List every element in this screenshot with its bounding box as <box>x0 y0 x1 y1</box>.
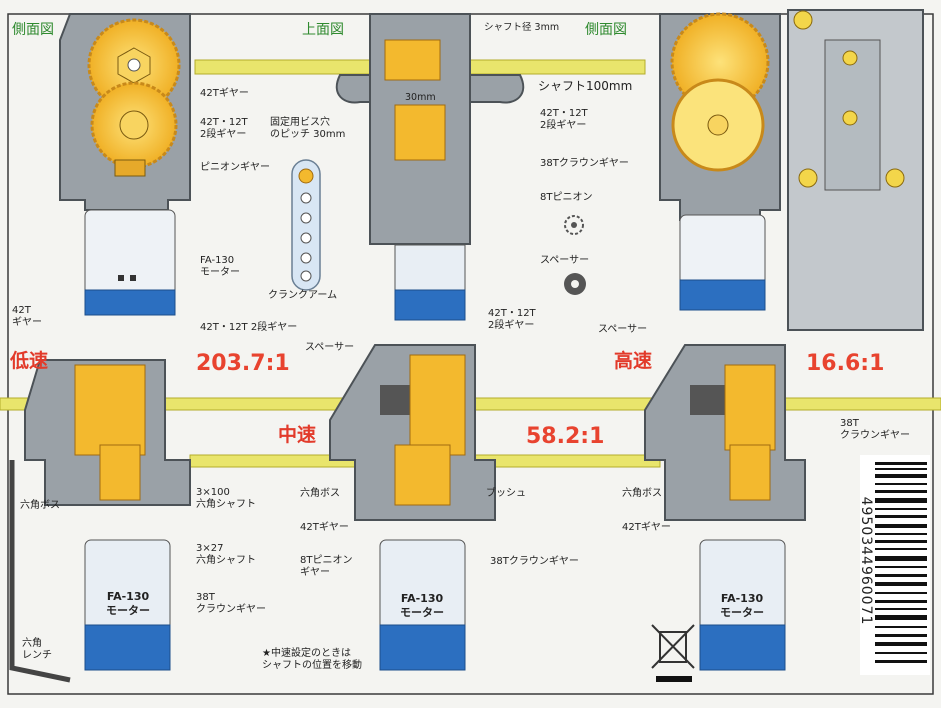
low-hexshaft100-label: 3×100 六角シャフト <box>196 487 256 510</box>
crank-arm-icon <box>291 159 321 291</box>
mid-spacer-label: スペーサー <box>305 342 355 353</box>
low-42t-label: 42T ギヤー <box>12 305 42 328</box>
low-hexboss-label: 六角ボス <box>20 500 60 511</box>
right-2stage-label: 42T・12T 2段ギヤー <box>540 108 588 131</box>
mid-speed-note: ★中速設定のときは シャフトの位置を移動 <box>262 648 362 671</box>
mid-hexboss-label: 六角ボス <box>300 488 340 499</box>
motor-high-label: FA-130 モーター <box>720 592 764 619</box>
barcode <box>860 455 930 675</box>
speed-high-ratio: 16.6:1 <box>806 351 885 376</box>
side-view-right <box>659 12 781 311</box>
pinion-gear-label: ピニオンギヤー <box>200 162 270 173</box>
side-view-left-title: 側面図 <box>12 22 54 38</box>
top-view <box>194 13 646 321</box>
top-view-title: 上面図 <box>302 22 344 38</box>
hex-wrench-label: 六角 レンチ <box>22 638 52 661</box>
gear-42t-label: 42Tギヤー <box>200 88 249 99</box>
speed-mid-name: 中速 <box>278 424 317 446</box>
back-plate <box>787 9 924 331</box>
high-hexboss-label: 六角ボス <box>622 488 662 499</box>
mid-38t-label: 38Tクラウンギヤー <box>490 556 579 567</box>
hex-wrench-icon <box>9 460 71 683</box>
speed-mid-ratio: 58.2:1 <box>526 424 605 449</box>
fixing-hole-label: 固定用ビス穴 のピッチ 30mm <box>270 117 346 140</box>
barcode-digits: 4950344960071 <box>858 496 874 626</box>
gearbox-high <box>644 344 806 671</box>
crown-38t-right-label: 38Tクラウンギヤー <box>540 158 629 169</box>
mid-42t-label: 42Tギヤー <box>300 522 349 533</box>
gear-2stage-label: 42T・12T 2段ギヤー <box>200 117 248 140</box>
side-view-left <box>59 13 191 316</box>
shaft-length-label: シャフト100mm <box>538 79 633 93</box>
side-view-right-title: 側面図 <box>585 22 627 38</box>
mid-2stage-label: 42T・12T 2段ギヤー <box>488 308 536 331</box>
low-hexshaft27-label: 3×27 六角シャフト <box>196 543 256 566</box>
spacer-right-label: スペーサー <box>540 255 590 266</box>
motor-low-label: FA-130 モーター <box>106 590 150 617</box>
mid-bush-label: ブッシュ <box>486 488 526 499</box>
shaft-diameter-label: シャフト径 3mm <box>484 22 560 33</box>
high-38t-label: 38T クラウンギヤー <box>840 418 910 441</box>
low-38t-label: 38T クラウンギヤー <box>196 592 266 615</box>
motor-mid-label: FA-130 モーター <box>400 592 444 619</box>
gearbox-low <box>24 359 191 671</box>
dimension-30mm-label: 30mm <box>405 92 436 103</box>
low-2stage-label: 42T・12T 2段ギヤー <box>200 322 298 333</box>
motor-top-label: FA-130 モーター <box>200 255 240 278</box>
speed-low-ratio: 203.7:1 <box>196 351 290 376</box>
speed-high-name: 高速 <box>614 350 653 372</box>
high-42t-label: 42Tギヤー <box>622 522 671 533</box>
crank-arm-label: クランクアーム <box>268 290 338 301</box>
pinion-8t-icon <box>564 215 584 235</box>
speed-low-name: 低速 <box>10 350 49 372</box>
mid-pinion-label: 8Tピニオン ギヤー <box>300 555 353 578</box>
weee-bin-icon <box>651 624 695 682</box>
spacer-icon <box>564 273 586 295</box>
high-spacer-label: スペーサー <box>598 324 648 335</box>
gearbox-mid <box>329 344 496 671</box>
pinion-8t-right-label: 8Tピニオン <box>540 192 593 203</box>
